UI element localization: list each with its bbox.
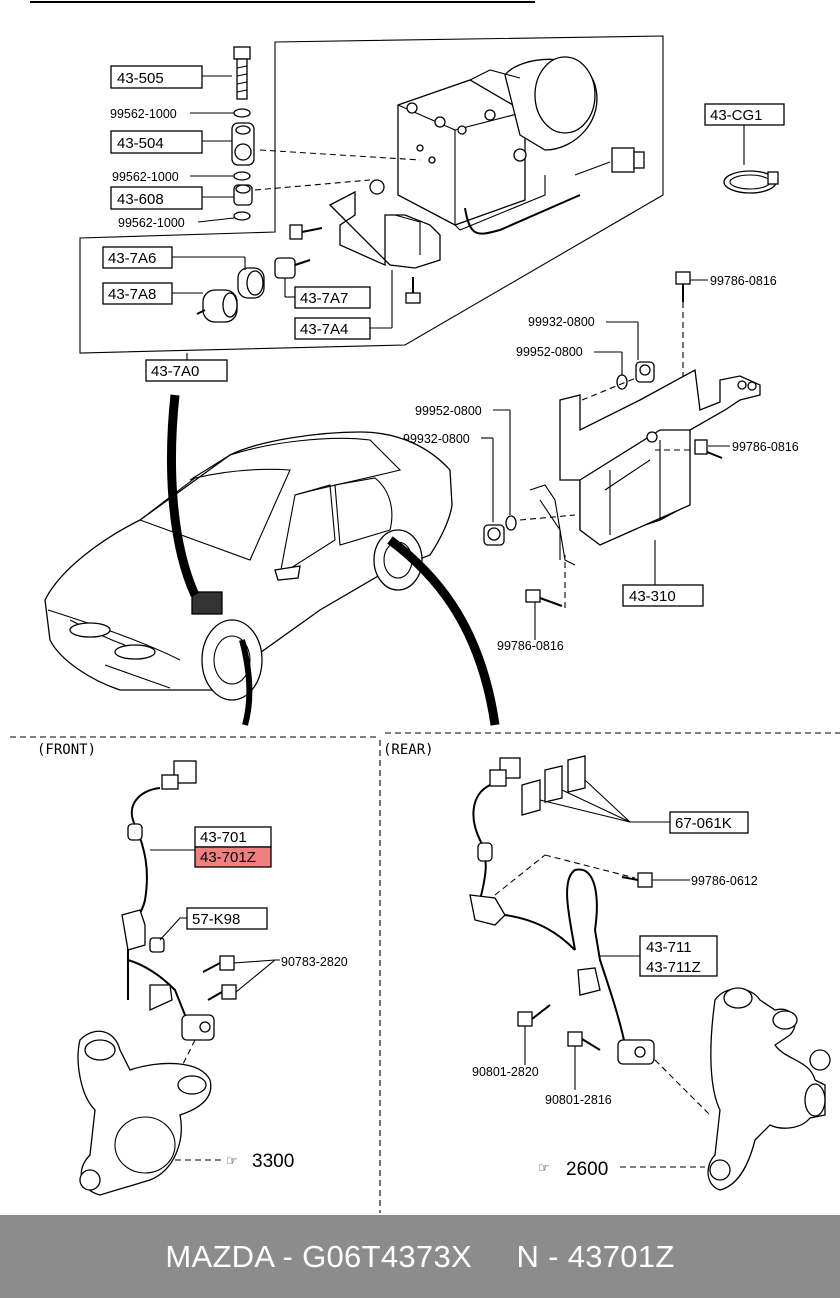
bolt-icon (233, 46, 251, 100)
bolt-icon (289, 224, 323, 240)
bolt-icon (675, 271, 691, 302)
nut-icon (149, 937, 165, 953)
washer-icon (233, 108, 251, 118)
washer-icon (505, 515, 517, 531)
part-info-footer: MAZDA - G06T4373X N - 43701Z (0, 1215, 840, 1298)
part-label-43-cg1[interactable]: 43-CG1 (710, 107, 763, 124)
label-box (110, 65, 203, 89)
washer-icon (233, 171, 251, 181)
shim-icon (521, 755, 586, 816)
sensor-mount-icon (274, 257, 311, 279)
washer-icon (233, 211, 251, 221)
nut-icon (483, 524, 505, 546)
part-label-99952-0800[interactable]: 99952-0800 (516, 345, 583, 359)
washer-icon (616, 374, 628, 390)
part-label-43-310[interactable]: 43-310 (629, 588, 676, 605)
bolt-icon (621, 872, 653, 888)
grommet-icon (369, 179, 385, 195)
front-abs-sensor (121, 760, 215, 1041)
part-label-43-711z[interactable]: 43-711Z (646, 959, 701, 976)
callout-arrow (167, 394, 200, 597)
label-box (110, 130, 203, 154)
highlight-43-701z (194, 846, 272, 868)
mount-bracket (328, 190, 441, 269)
label-box (294, 317, 371, 340)
reference-2600[interactable]: 2600 (566, 1159, 608, 1180)
footer-text: MAZDA - G06T4373X N - 43701Z (165, 1238, 675, 1274)
label-box (110, 186, 203, 210)
label-box (186, 907, 268, 930)
connector-icon (173, 760, 197, 784)
parts-diagram: 43-505 99562-1000 43-504 99562-1000 43-6… (10, 1, 840, 1213)
bolt-icon (517, 1004, 551, 1027)
bolt-icon (694, 439, 723, 459)
label-box (145, 359, 228, 382)
part-label-43-504[interactable]: 43-504 (117, 135, 164, 152)
part-label-90801-2816[interactable]: 90801-2816 (545, 1093, 612, 1107)
part-label-99932-0800[interactable]: 99932-0800 (528, 315, 595, 329)
part-label-99562-1000[interactable]: 99562-1000 (110, 107, 177, 121)
part-label-99786-0612[interactable]: 99786-0612 (691, 874, 758, 888)
reference-3300[interactable]: 3300 (252, 1151, 294, 1172)
label-box (622, 584, 704, 607)
footer-brand: MAZDA (165, 1238, 274, 1274)
abs-hydraulic-unit (397, 56, 645, 235)
section-label-rear: (REAR) (383, 742, 434, 758)
abs-bracket (529, 368, 761, 566)
footer-n-number: 43701Z (567, 1238, 675, 1274)
part-label-99952-0800[interactable]: 99952-0800 (415, 404, 482, 418)
rear-abs-sensor (469, 757, 655, 1065)
label-box (102, 282, 173, 305)
part-label-43-505[interactable]: 43-505 (117, 70, 164, 87)
part-label-99786-0816[interactable]: 99786-0816 (732, 440, 799, 454)
part-label-43-608[interactable]: 43-608 (117, 191, 164, 208)
connector-icon (611, 147, 635, 173)
part-label-90801-2820[interactable]: 90801-2820 (472, 1065, 539, 1079)
part-label-99562-1000[interactable]: 99562-1000 (112, 170, 179, 184)
part-label-43-7a4[interactable]: 43-7A4 (300, 321, 348, 338)
part-label-99786-0816[interactable]: 99786-0816 (710, 274, 777, 288)
abs-assembly-frame (79, 35, 664, 354)
bolt-icon (202, 955, 235, 973)
collar-icon (233, 184, 253, 206)
part-label-90783-2820[interactable]: 90783-2820 (281, 955, 348, 969)
part-label-43-7a8[interactable]: 43-7A8 (108, 286, 156, 303)
label-box (102, 246, 173, 269)
label-box (294, 286, 371, 309)
front-steering-knuckle (77, 1030, 212, 1196)
svg-text:☞: ☞ (226, 1154, 238, 1169)
part-label-43-701[interactable]: 43-701 (200, 829, 247, 846)
part-label-43-701z[interactable]: 43-701Z (200, 849, 256, 866)
bushing-icon (231, 122, 255, 166)
bolt-icon (525, 589, 563, 607)
part-label-99932-0800[interactable]: 99932-0800 (403, 432, 470, 446)
section-label-front: (FRONT) (37, 742, 96, 758)
footer-part-number: G06T4373X (302, 1238, 472, 1274)
rubber-mount-icon (237, 267, 265, 299)
part-label-57-k98[interactable]: 57-K98 (192, 911, 240, 928)
rubber-mount-icon (196, 289, 238, 323)
label-box (669, 811, 749, 834)
part-label-67-061k[interactable]: 67-061K (675, 815, 732, 832)
bolt-icon (567, 1031, 601, 1051)
svg-text:☞: ☞ (538, 1161, 550, 1176)
callout-arrow (239, 639, 253, 726)
part-label-43-7a6[interactable]: 43-7A6 (108, 250, 156, 267)
callout-arrow (387, 536, 500, 726)
footer-n-prefix: N (516, 1238, 540, 1274)
hose-clamp-icon (723, 170, 779, 194)
nut-icon (635, 361, 655, 383)
part-label-43-7a0[interactable]: 43-7A0 (151, 363, 199, 380)
part-label-99562-1000[interactable]: 99562-1000 (118, 216, 185, 230)
label-box (639, 935, 718, 977)
part-label-43-7a7[interactable]: 43-7A7 (300, 290, 348, 307)
rear-knuckle (707, 987, 831, 1191)
bolt-icon (405, 277, 421, 304)
part-label-99786-0816[interactable]: 99786-0816 (497, 639, 564, 653)
bolt-icon (207, 984, 237, 1001)
part-label-43-711[interactable]: 43-711 (646, 939, 692, 956)
